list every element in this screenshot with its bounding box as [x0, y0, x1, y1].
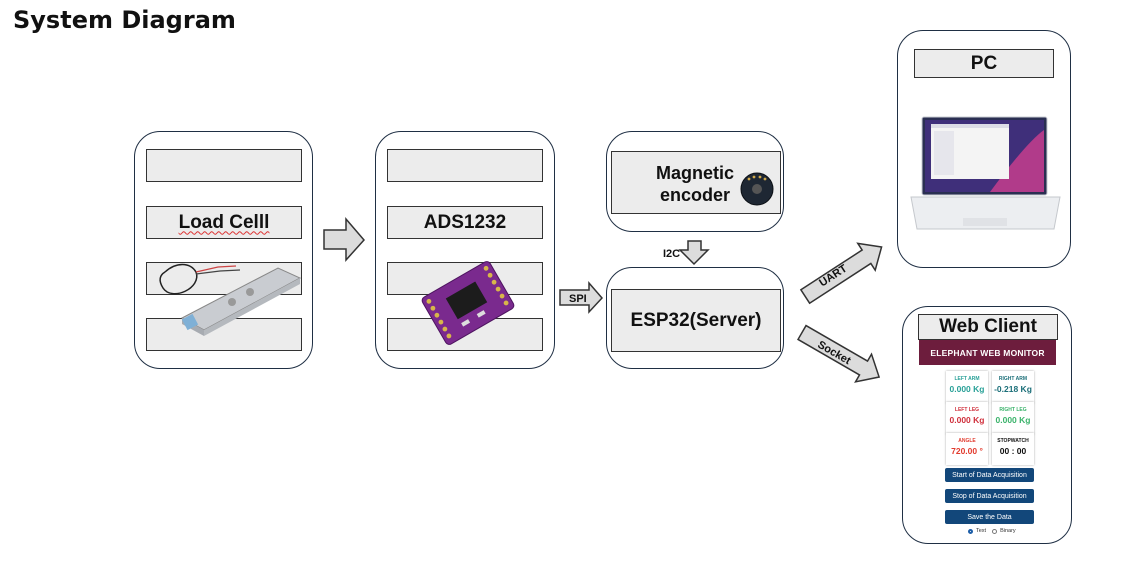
- encoder-sensor-image: [740, 172, 774, 206]
- esp32-label: ESP32(Server): [611, 289, 781, 352]
- tile-left-arm: LEFT ARM 0.000 Kg: [946, 371, 988, 403]
- tile-left-leg: LEFT LEG 0.000 Kg: [946, 402, 988, 434]
- tile-label: ANGLE: [958, 438, 976, 444]
- tile-right-leg: RIGHT LEG 0.000 Kg: [992, 402, 1034, 434]
- encoder-label-line1: Magnetic: [655, 163, 734, 183]
- tile-label: RIGHT ARM: [998, 376, 1028, 382]
- load-cell-image: [159, 263, 302, 336]
- start-acquisition-button[interactable]: Start of Data Acquisition: [945, 468, 1034, 482]
- stop-acquisition-button[interactable]: Stop of Data Acquisition: [945, 489, 1034, 503]
- tile-value: 0.000 Kg: [949, 415, 985, 425]
- radio-text-label: Text: [976, 528, 987, 534]
- tile-label: RIGHT LEG: [999, 407, 1027, 413]
- laptop-image: [910, 116, 1061, 230]
- load-cell-label: Load Celll: [146, 206, 302, 239]
- radio-text[interactable]: [968, 528, 973, 534]
- load-cell-bar-empty-1: [146, 149, 302, 182]
- tile-label: LEFT LEG: [954, 407, 980, 413]
- arrow-esp32-to-web-client: [797, 324, 881, 383]
- load-cell-text: Load Celll: [178, 211, 270, 233]
- tile-value: 00 : 00: [999, 446, 1027, 456]
- encoder-label: Magnetic encoder: [648, 162, 742, 206]
- diagram-title: System Diagram: [13, 6, 236, 34]
- adc-board-image: [421, 261, 515, 345]
- arrow-esp32-to-pc: [799, 242, 883, 305]
- arrow-adc-to-esp32: [559, 280, 604, 314]
- arrow-load-cell-to-adc: [323, 216, 365, 262]
- web-client-label: Web Client: [918, 314, 1058, 340]
- tile-value: 720.00 °: [951, 446, 983, 456]
- encoder-label-line2: encoder: [659, 185, 731, 205]
- pc-label: PC: [914, 49, 1054, 78]
- radio-binary[interactable]: [992, 528, 998, 534]
- adc-bar-empty-1: [387, 149, 543, 182]
- spi-label: SPI: [569, 293, 587, 305]
- tile-value: 0.000 Kg: [995, 415, 1031, 425]
- tile-value: 0.000 Kg: [949, 384, 985, 394]
- i2c-label: I2C: [663, 248, 681, 260]
- tile-value: -0.218 Kg: [994, 384, 1032, 394]
- format-radio-group: Text Binary: [968, 528, 1016, 534]
- arrow-encoder-to-esp32: [678, 240, 710, 266]
- tile-label: LEFT ARM: [954, 376, 980, 382]
- adc-label: ADS1232: [387, 206, 543, 239]
- web-monitor-header: ELEPHANT WEB MONITOR: [919, 340, 1056, 365]
- tile-angle: ANGLE 720.00 °: [946, 433, 988, 465]
- save-data-button[interactable]: Save the Data: [945, 510, 1034, 524]
- tile-stopwatch: STOPWATCH 00 : 00: [992, 433, 1034, 465]
- radio-binary-label: Binary: [1000, 528, 1016, 534]
- tile-right-arm: RIGHT ARM -0.218 Kg: [992, 371, 1034, 403]
- tile-label: STOPWATCH: [997, 438, 1029, 444]
